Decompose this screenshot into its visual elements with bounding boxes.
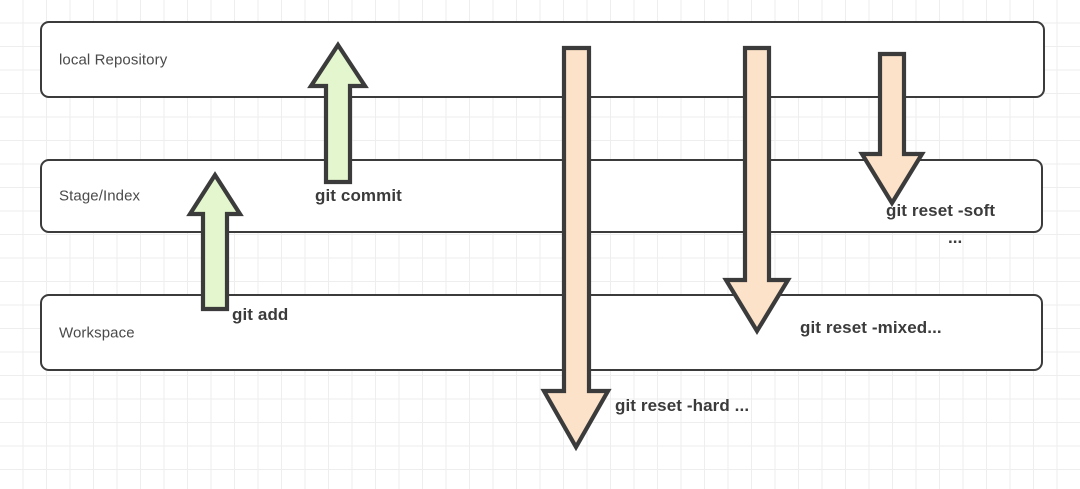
git-reset-soft-arrow — [856, 51, 928, 208]
git-add-label: git add — [232, 305, 289, 324]
git-reset-mixed-arrow — [720, 45, 794, 336]
git-commit-arrow — [307, 41, 369, 185]
lane-label-workspace: Workspace — [59, 324, 135, 341]
git-add-arrow — [186, 171, 244, 312]
git-reset-mixed-label: git reset -mixed... — [800, 318, 942, 337]
lane-label-local-repository: local Repository — [59, 51, 168, 68]
lane-local-repository[interactable]: local Repository — [40, 21, 1045, 98]
git-reset-soft-ellipsis: ... — [948, 228, 963, 247]
git-reset-soft-label: git reset -soft — [886, 201, 996, 220]
lane-label-stage-index: Stage/Index — [59, 187, 141, 205]
git-commit-label: git commit — [315, 186, 402, 205]
git-reset-hard-arrow — [538, 45, 614, 452]
git-reset-hard-label: git reset -hard ... — [615, 396, 750, 415]
